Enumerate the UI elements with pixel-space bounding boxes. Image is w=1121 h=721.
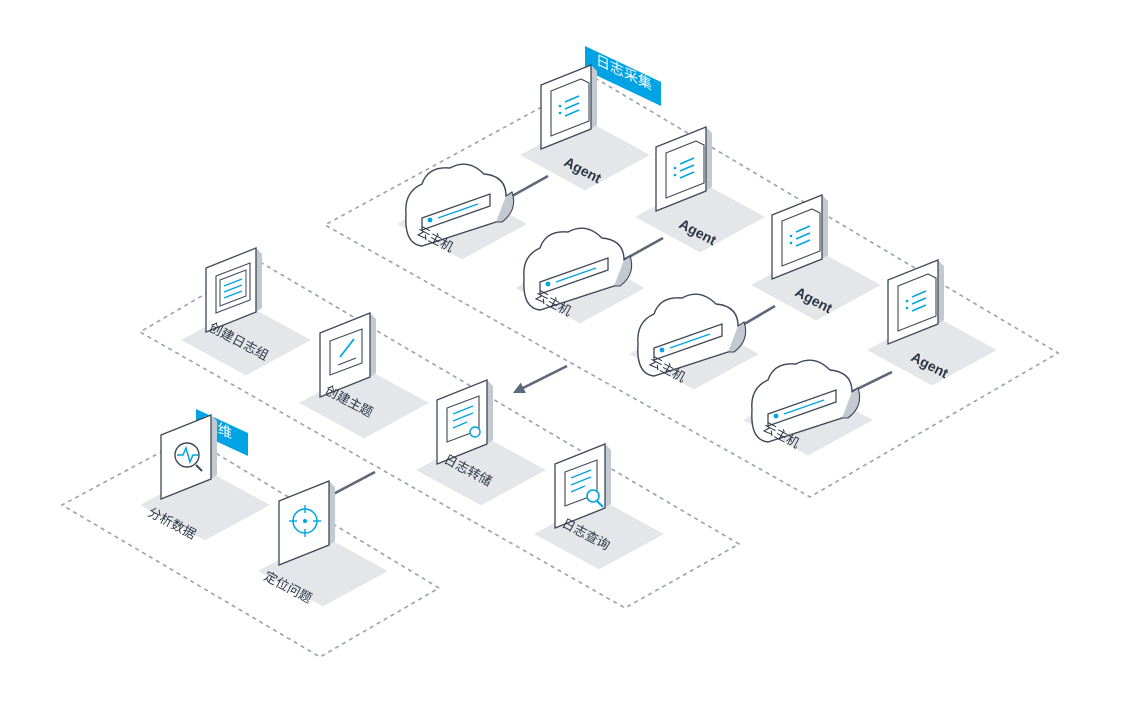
node-cloud-server-4[interactable]: 云主机 [741,359,875,457]
region-border-collection [323,77,1060,498]
node-create-log-group[interactable]: 创建日志组 [179,247,313,377]
node-cloud-server-1[interactable]: 云主机 [395,163,529,261]
node-agent-3[interactable]: Agent [749,194,883,322]
region-border-log-service [138,261,741,609]
group-log-service: 创建日志组 创建主题 日志转储 [138,247,741,609]
doc-transfer-icon [436,379,494,465]
node-locate-issue[interactable]: 定位问题 [256,480,390,608]
node-analyze-data[interactable]: 分析数据 [138,414,272,543]
node-create-topic[interactable]: 创建主题 [297,312,431,440]
node-agent-4[interactable]: Agent [865,259,999,387]
pulse-magnifier-icon [160,414,218,500]
node-log-dump[interactable]: 日志转储 [414,379,548,507]
group-ops: 运维 分析数据 [60,409,441,658]
stacked-docs-icon [205,247,262,333]
arrow-collection-to-log-service [512,364,568,394]
node-agent-1[interactable]: Agent [518,64,652,192]
node-log-query[interactable]: 日志查询 [532,443,666,571]
node-agent-2[interactable]: Agent [633,126,767,254]
group-log-collection: 日志采集 Agent 云主机 Agent 云主机 [323,46,1060,498]
node-cloud-server-3[interactable]: 云主机 [627,293,761,391]
doc-search-icon [554,443,612,529]
edit-pen-icon [319,312,377,398]
target-crosshair-icon [278,480,336,566]
region-border-ops [60,436,441,658]
node-cloud-server-2[interactable]: 云主机 [513,227,647,325]
